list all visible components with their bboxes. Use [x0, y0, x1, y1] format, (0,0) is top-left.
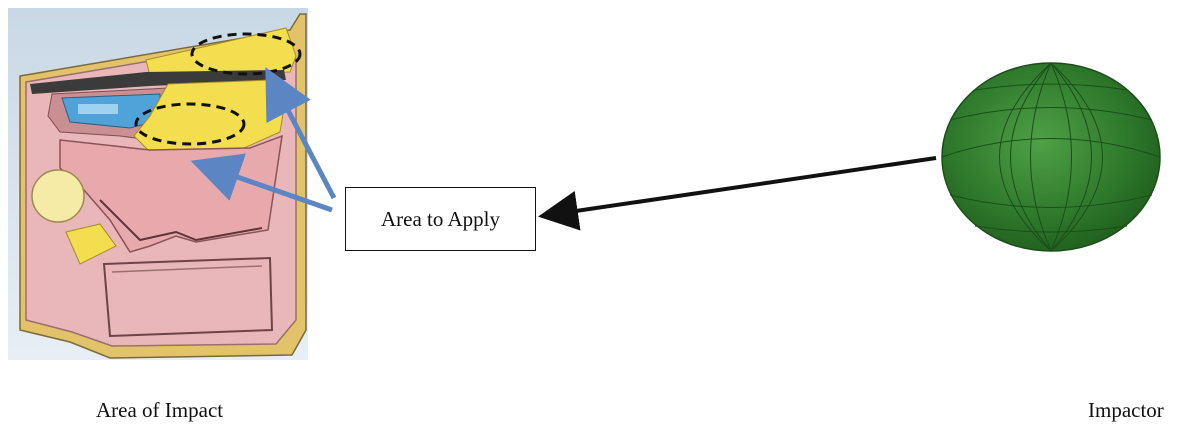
area-to-apply-callout: Area to Apply — [345, 187, 536, 251]
armrest-edge — [99, 199, 263, 242]
callout-label: Area to Apply — [381, 206, 500, 231]
black-arrow-impactor — [538, 156, 937, 231]
impact-zone-upper — [190, 32, 302, 76]
area-of-impact-caption: Area of Impact — [96, 398, 224, 422]
blue-arrow-upper — [265, 67, 337, 200]
door-pocket — [102, 256, 274, 338]
door-panel-illustration — [8, 8, 308, 360]
handle-detail — [78, 104, 118, 114]
impactor-sphere — [941, 62, 1161, 252]
impactor-caption: Impactor — [1088, 398, 1164, 422]
speaker-grille — [31, 169, 85, 223]
pocket-edge — [111, 265, 263, 273]
blue-arrow-middle — [190, 153, 333, 213]
lower-yellow-region — [65, 223, 117, 265]
impact-zone-middle — [134, 102, 246, 146]
window-sill — [30, 70, 286, 94]
